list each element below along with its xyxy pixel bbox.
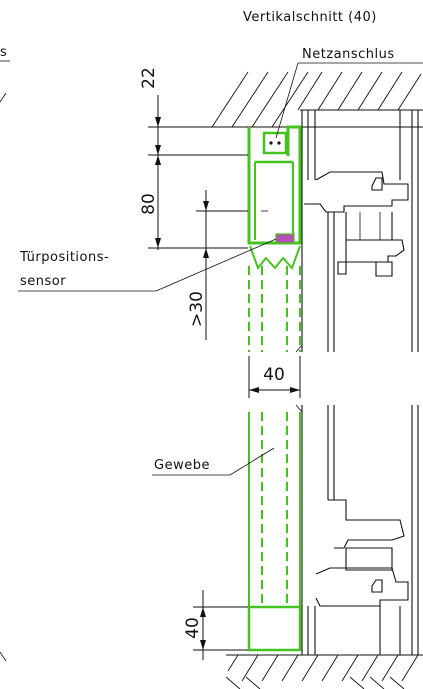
window-frame-section [295,110,419,655]
svg-text:Netzanschlus: Netzanschlus [302,47,395,62]
dimension-lines [148,95,301,660]
dim-top-gap: 22 [139,67,159,89]
left-fragment: s [0,45,10,662]
door-sensor-callout: Türpositions- sensor [18,238,277,292]
svg-text:sensor: sensor [20,274,66,289]
screen-profile [247,125,302,652]
dim-below-sensor: >30 [187,291,207,327]
dim-profile-width: 40 [263,365,285,385]
dim-bottom-rail: 40 [183,617,203,639]
drawing-title: Vertikalschnitt (40) [243,10,377,25]
svg-text:Gewebe: Gewebe [154,458,210,473]
svg-text:s: s [0,45,7,60]
fabric-callout: Gewebe [152,447,275,476]
top-lintel [211,71,423,128]
dim-sensor-height: 80 [139,193,159,215]
door-position-sensor [275,233,295,244]
bottom-floor [225,654,423,689]
power-connection-callout: Netzanschlus [275,47,423,139]
svg-text:Türpositions-: Türpositions- [19,250,109,265]
